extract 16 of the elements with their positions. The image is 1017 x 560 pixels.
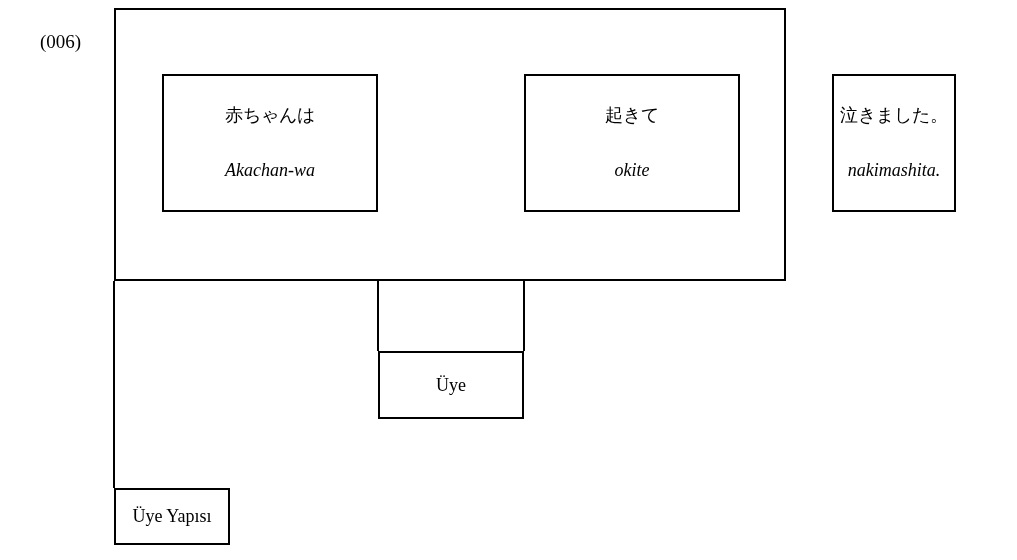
romanized-text: Akachan-wa	[225, 159, 315, 182]
node-text: 泣きました。	[840, 104, 948, 127]
node-text: Üye	[436, 373, 466, 397]
node-text: Üye Yapısı	[132, 505, 212, 528]
text-box	[832, 74, 956, 212]
group-box	[114, 8, 786, 281]
text-box	[378, 351, 524, 419]
node-text: 赤ちゃんは	[225, 104, 315, 127]
text-box	[524, 74, 740, 212]
example-number: (006)	[40, 30, 82, 54]
text-box	[162, 74, 378, 212]
romanized-text: okite	[614, 159, 650, 182]
text-box	[114, 488, 230, 545]
connector-line	[113, 280, 115, 489]
romanized-text: nakimashita.	[847, 159, 941, 182]
node-text: 起きて	[605, 104, 659, 127]
